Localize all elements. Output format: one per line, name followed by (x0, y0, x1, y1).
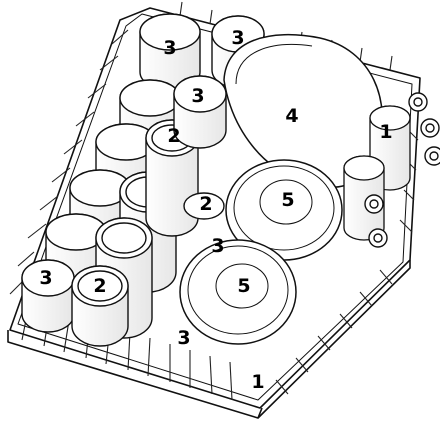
callout-2: 3 (231, 27, 244, 49)
callout-6: 2 (167, 125, 180, 147)
callout-11: 3 (39, 267, 52, 289)
callout-10: 5 (237, 275, 250, 297)
callout-7: 2 (199, 193, 212, 215)
callout-4: 4 (285, 105, 298, 127)
callout-13: 3 (177, 327, 190, 349)
callout-9: 3 (211, 235, 224, 257)
plates (180, 160, 342, 344)
callout-1: 3 (163, 37, 176, 59)
callout-14: 1 (251, 371, 264, 393)
callout-8: 5 (281, 189, 294, 211)
callout-3: 3 (191, 85, 204, 107)
callout-5: 1 (379, 121, 392, 143)
callout-12: 2 (93, 275, 106, 297)
